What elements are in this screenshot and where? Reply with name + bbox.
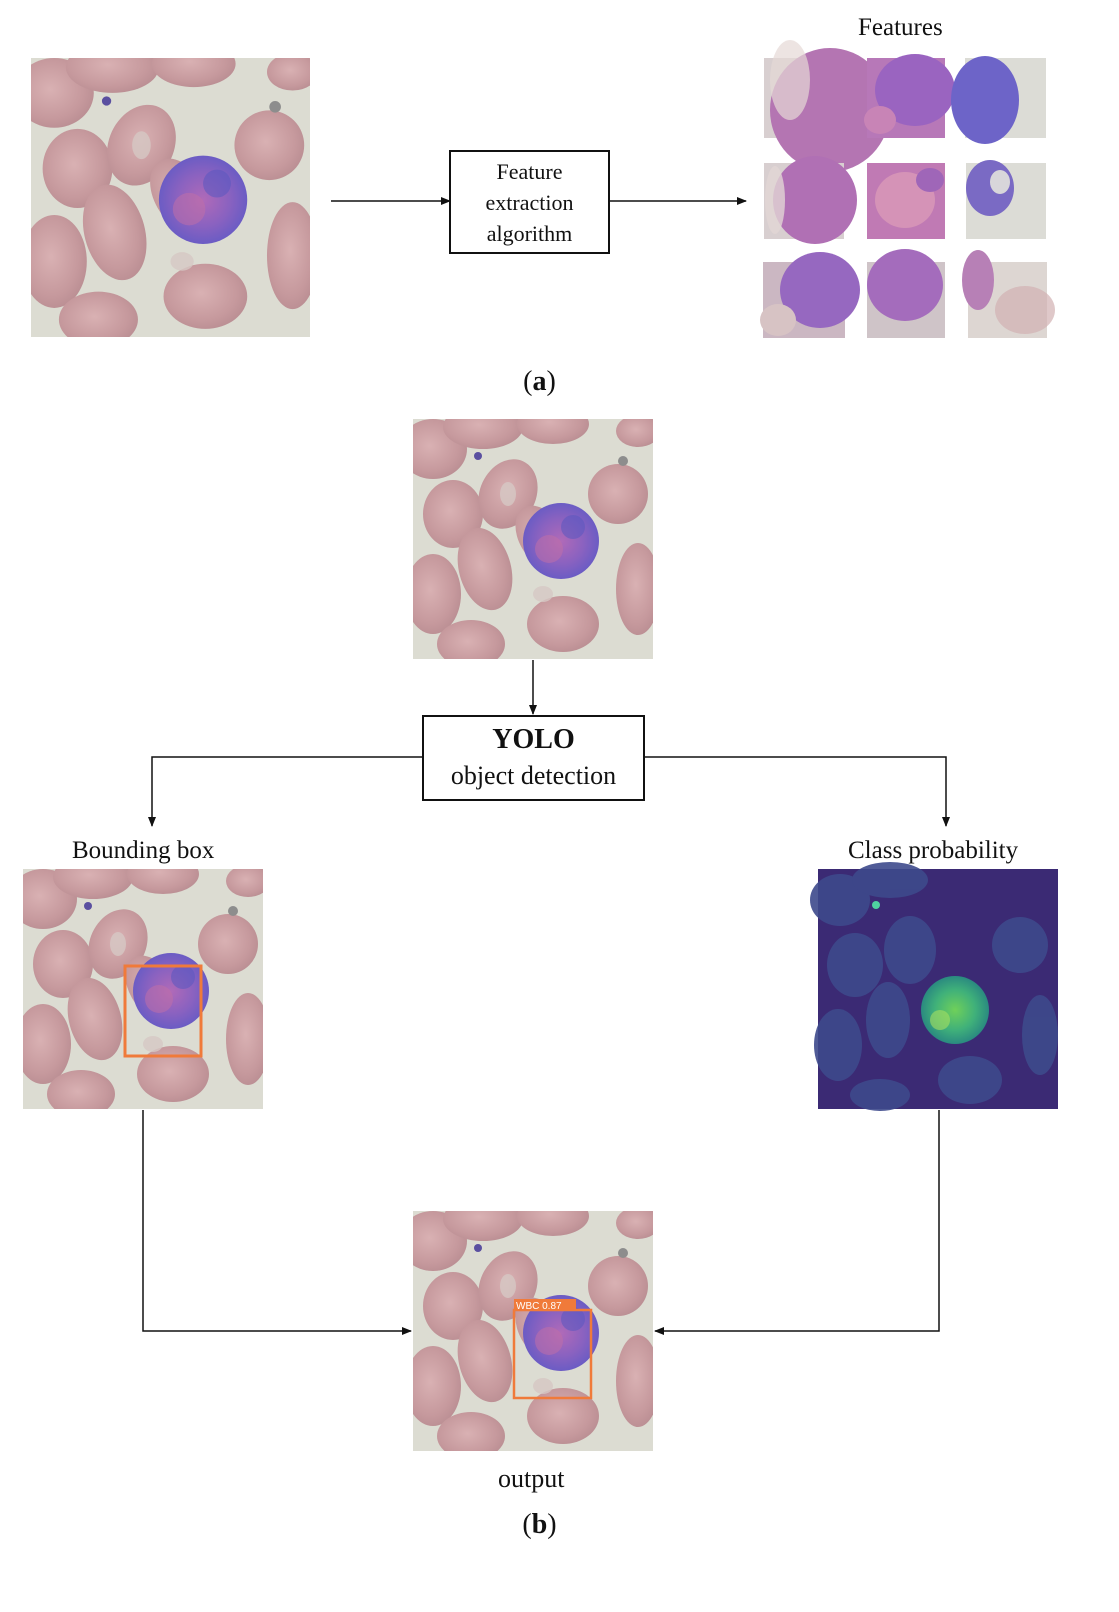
feature-tile — [867, 163, 945, 239]
panel-a — [31, 40, 1055, 338]
bounding-box-title: Bounding box — [72, 837, 215, 864]
panel-label-b: (b) — [0, 1509, 1079, 1541]
panel-label-a-close: ) — [546, 366, 556, 397]
feature-grid — [760, 40, 1055, 338]
features-title: Features — [858, 14, 943, 41]
panel-label-b-close: ) — [547, 1509, 557, 1540]
feature-extraction-line-3: algorithm — [486, 220, 573, 246]
class-probability-heatmap — [810, 862, 1058, 1111]
panel-label-b-letter: b — [531, 1509, 548, 1540]
yolo-box: YOLO object detection — [422, 715, 645, 801]
yolo-title: YOLO — [492, 724, 575, 755]
feature-tile — [962, 250, 1055, 338]
panel-label-a: (a) — [0, 366, 1079, 398]
yolo-subtitle: object detection — [450, 761, 617, 790]
panel-label-b-open: ( — [522, 1509, 532, 1540]
class-probability-title: Class probability — [848, 837, 1019, 864]
feature-tile — [764, 156, 857, 244]
feature-tile — [864, 54, 955, 138]
input-slide-image-b — [413, 419, 653, 659]
feature-extraction-line-2: extraction — [485, 189, 574, 215]
arrow-bounding-box-to-output — [142, 1110, 412, 1335]
panel-label-a-letter: a — [532, 366, 547, 397]
feature-tile — [760, 252, 860, 338]
detection-label: WBC 0.87 — [516, 1301, 562, 1312]
panel-label-a-open: ( — [523, 366, 533, 397]
output-image — [413, 1211, 653, 1451]
feature-extraction-line-1: Feature — [496, 158, 563, 184]
predicted-bounding-box — [123, 964, 203, 1058]
panel-b: WBC 0.87 — [23, 419, 1058, 1451]
feature-tile — [764, 40, 890, 172]
detection-label-background — [514, 1299, 576, 1311]
arrow-yolo-to-class-probability — [645, 756, 950, 827]
arrow-yolo-to-bounding-box — [148, 756, 423, 827]
feature-tile — [966, 160, 1046, 239]
feature-tile — [867, 249, 945, 338]
feature-extraction-box: Feature extraction algorithm — [449, 150, 610, 254]
output-title: output — [498, 1464, 565, 1493]
feature-tile — [951, 56, 1046, 144]
bounding-box-image — [23, 869, 263, 1109]
input-slide-image-a — [31, 58, 310, 337]
arrow-class-probability-to-output — [654, 1110, 940, 1335]
